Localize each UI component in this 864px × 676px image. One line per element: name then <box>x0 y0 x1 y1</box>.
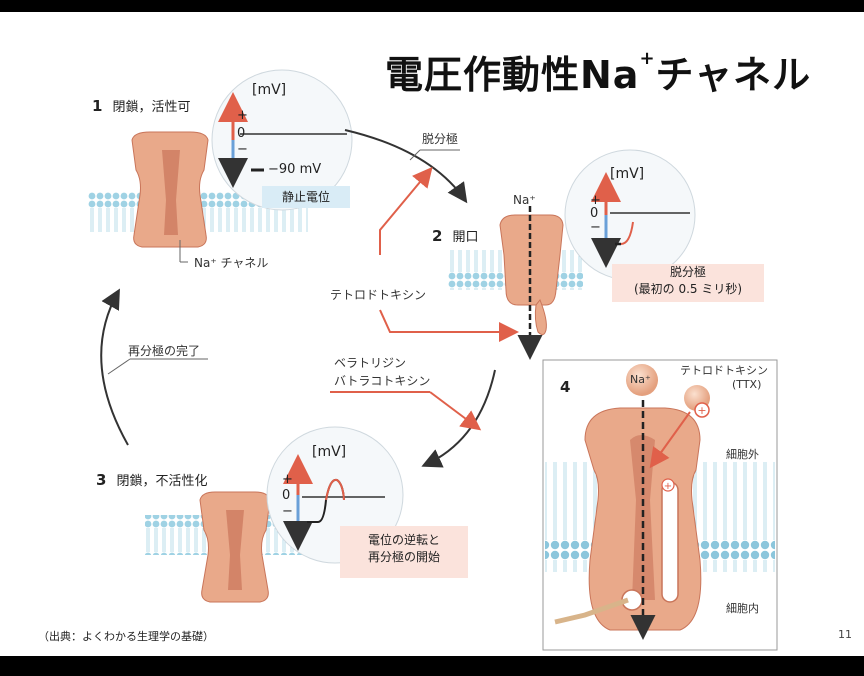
svg-text:+: + <box>697 404 706 417</box>
ttx-binding-arrow <box>649 411 691 469</box>
graph2-minus: − <box>590 220 601 235</box>
resting-value: −90 mV <box>268 162 322 177</box>
svg-text:+: + <box>664 481 672 492</box>
step-4-label: 4 <box>560 378 571 396</box>
cycle-arrow-2to3 <box>421 369 496 468</box>
graph1-minus: − <box>237 142 248 157</box>
cycle-arrow-3to1 <box>100 288 129 446</box>
channel-closed-1 <box>131 131 209 248</box>
graph1-plus: + <box>237 108 248 123</box>
inside-label: 細胞内 <box>726 602 759 615</box>
depol-label: 脱分極 <box>422 132 459 146</box>
source-citation: （出典：よくわかる生理学の基礎） <box>38 630 214 643</box>
veratridine-arrow <box>429 391 482 431</box>
batrachotoxin-label: バトラコトキシン <box>334 374 431 388</box>
ttx-arrow-down <box>379 309 519 342</box>
depol-box: 脱分極(最初の 0.5 ミリ秒) <box>612 264 764 302</box>
graph2-unit: [mV] <box>610 166 645 182</box>
channel-open-2 <box>499 214 564 336</box>
graph3-unit: [mV] <box>312 444 347 460</box>
veratridine-label: ベラトリジン <box>334 356 407 370</box>
channel-name: Na⁺ チャネル <box>194 256 269 270</box>
graph1-unit: [mV] <box>252 82 287 98</box>
ttx-4-label: テトロドトキシン <box>680 364 768 377</box>
graph3-zero: 0 <box>282 488 291 503</box>
graph3-plus: + <box>282 472 293 487</box>
bottom-border <box>0 656 864 676</box>
ttx-arrow-up <box>379 166 433 255</box>
graph1-zero: 0 <box>237 126 246 141</box>
channel-ttx-blocked-4 <box>554 407 702 631</box>
graph2-plus: + <box>590 193 601 208</box>
channel-inactivated-3 <box>199 491 271 603</box>
ttx-abbr-label: (TTX) <box>732 378 762 391</box>
graph-depolarization <box>564 149 696 281</box>
na-ion-label: Na⁺ <box>513 193 536 207</box>
reversal-box: 電位の逆転と再分極の開始 <box>340 526 468 578</box>
top-border <box>0 0 864 12</box>
graph3-minus: − <box>282 504 293 519</box>
ttx-label: テトロドトキシン <box>330 288 427 302</box>
graph-resting <box>211 69 353 211</box>
na-ion-sphere <box>626 364 658 396</box>
page-number: 11 <box>838 628 852 641</box>
repol-complete-label: 再分極の完了 <box>128 344 201 358</box>
outside-label: 細胞外 <box>726 448 759 461</box>
page-title: 電圧作動性Na+チャネル <box>385 48 812 97</box>
cycle-arrow-1to2 <box>344 129 468 204</box>
resting-box: 静止電位 <box>262 186 350 208</box>
na-ion-4-label: Na⁺ <box>630 373 651 386</box>
graph2-zero: 0 <box>590 206 599 221</box>
